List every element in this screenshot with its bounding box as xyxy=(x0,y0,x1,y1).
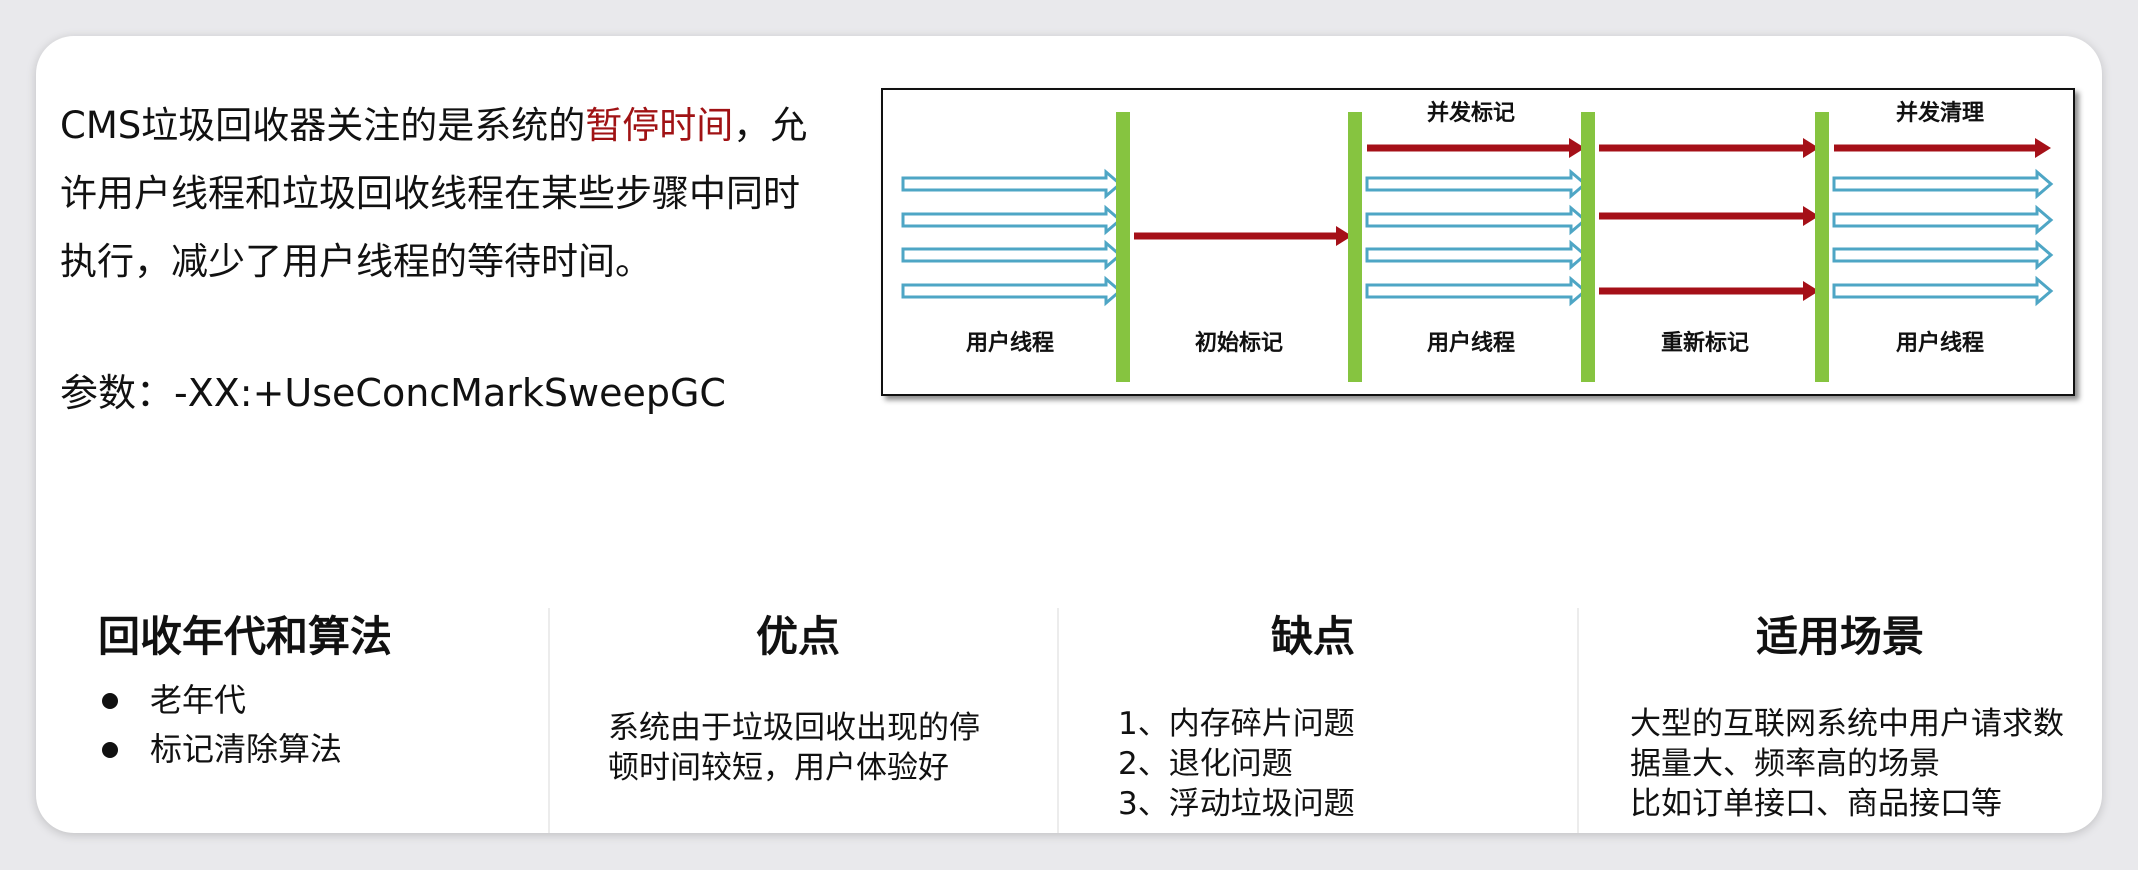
cms-timeline-diagram: 用户线程 初始标记 用户线程 并发标记重新标记 用户线程 并发清理 xyxy=(881,88,2075,396)
user-thread-arrow xyxy=(901,204,1123,236)
gc-thread-arrowhead xyxy=(2035,138,2051,158)
user-thread-arrow xyxy=(1365,239,1588,271)
list-item: 标记清除算法 xyxy=(98,725,538,774)
stw-barrier xyxy=(1348,112,1362,382)
user-thread-arrow xyxy=(1365,168,1588,200)
intro-text-1: CMS垃圾回收器关注的是系统的 xyxy=(60,104,586,147)
gc-thread-arrowhead xyxy=(1803,138,1819,158)
stage-label: 用户线程 xyxy=(966,330,1054,356)
stage-label: 用户线程 xyxy=(1427,330,1515,356)
stage-label: 初始标记 xyxy=(1195,330,1283,356)
intro-paragraph: CMS垃圾回收器关注的是系统的暂停时间，允许用户线程和垃圾回收线程在某些步骤中同… xyxy=(60,92,830,296)
body-line: 1、内存碎片问题 xyxy=(1118,706,1355,742)
intro-highlight: 暂停时间 xyxy=(585,104,734,147)
user-thread-arrow xyxy=(1832,275,2054,307)
stage-label: 用户线程 xyxy=(1896,330,1984,356)
user-thread-arrow xyxy=(901,239,1123,271)
bullet-list: 老年代 标记清除算法 xyxy=(98,676,538,774)
parameter-line: 参数：-XX:+UseConcMarkSweepGC xyxy=(60,371,726,415)
column-use-cases: 适用场景 大型的互联网系统中用户请求数 据量大、频率高的场景 比如订单接口、商品… xyxy=(1630,610,2090,834)
body-line: 3、浮动垃圾问题 xyxy=(1118,786,1355,822)
body-line: 大型的互联网系统中用户请求数 xyxy=(1630,706,2064,742)
gc-thread-arrowhead xyxy=(1803,206,1819,226)
gc-thread-arrowhead xyxy=(1336,226,1352,246)
user-thread-arrow xyxy=(1832,204,2054,236)
user-thread-arrow xyxy=(1365,204,1588,236)
column-body: 大型的互联网系统中用户请求数 据量大、频率高的场景 比如订单接口、商品接口等 xyxy=(1630,704,2090,824)
column-disadvantages: 缺点 1、内存碎片问题 2、退化问题 3、浮动垃圾问题 xyxy=(1118,610,1538,834)
stage-top-label: 并发标记 xyxy=(1427,100,1515,126)
column-divider xyxy=(548,608,550,833)
body-line: 据量大、频率高的场景 xyxy=(1630,746,1940,782)
column-divider xyxy=(1577,608,1579,833)
intro-text-2: ，允许用户线程和垃圾回收线程在某些步骤中同时执行，减少了用户线程的等待时间。 xyxy=(60,104,808,283)
gc-thread-arrowhead xyxy=(1803,281,1819,301)
column-body: 系统由于垃圾回收出现的停 顿时间较短，用户体验好 xyxy=(608,708,1028,788)
list-item: 老年代 xyxy=(98,676,538,725)
user-thread-arrow xyxy=(901,275,1123,307)
stage-label: 重新标记 xyxy=(1661,330,1749,356)
column-title: 回收年代和算法 xyxy=(98,612,393,661)
stw-barrier xyxy=(1581,112,1595,382)
body-line: 系统由于垃圾回收出现的停 xyxy=(608,710,980,746)
body-line: 比如订单接口、商品接口等 xyxy=(1630,786,2002,822)
column-body: 1、内存碎片问题 2、退化问题 3、浮动垃圾问题 xyxy=(1118,704,1538,824)
column-title: 缺点 xyxy=(1270,612,1355,661)
column-title: 适用场景 xyxy=(1755,612,1924,661)
stw-barrier xyxy=(1815,112,1829,382)
column-advantages: 优点 系统由于垃圾回收出现的停 顿时间较短，用户体验好 xyxy=(608,610,1028,834)
column-generation-algorithm: 回收年代和算法 老年代 标记清除算法 xyxy=(98,610,538,834)
user-thread-arrow xyxy=(1832,239,2054,271)
body-line: 顿时间较短，用户体验好 xyxy=(608,750,949,786)
column-title: 优点 xyxy=(755,612,840,661)
stage-top-label: 并发清理 xyxy=(1896,100,1984,126)
stw-barrier xyxy=(1116,112,1130,382)
body-line: 2、退化问题 xyxy=(1118,746,1293,782)
user-thread-arrow xyxy=(1832,168,2054,200)
column-divider xyxy=(1057,608,1059,833)
user-thread-arrow xyxy=(901,168,1123,200)
user-thread-arrow xyxy=(1365,275,1588,307)
gc-thread-arrowhead xyxy=(1569,138,1585,158)
